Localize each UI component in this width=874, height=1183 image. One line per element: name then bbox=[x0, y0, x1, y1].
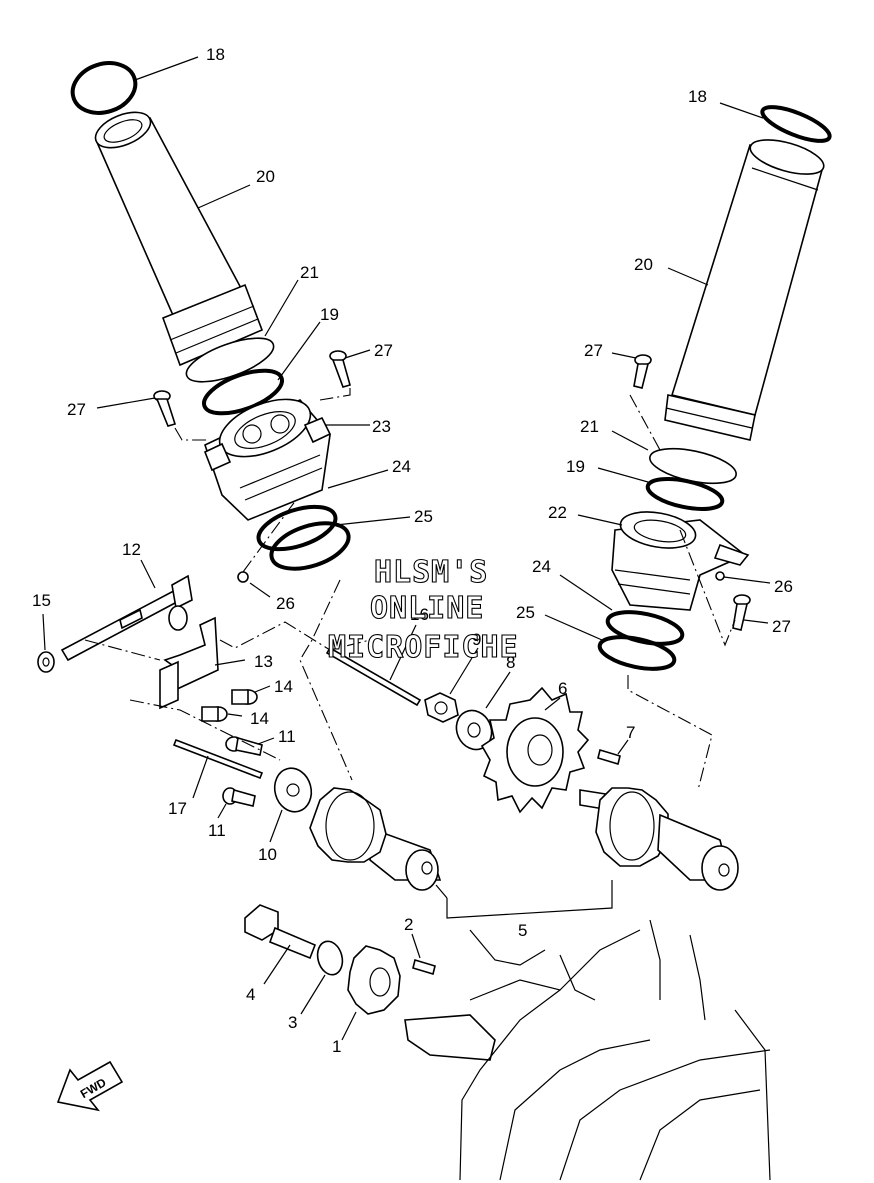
callout-14: 14 bbox=[274, 677, 293, 696]
cam-plate-10 bbox=[273, 767, 313, 813]
leader-lines bbox=[42, 56, 771, 1041]
callout-12: 12 bbox=[122, 540, 141, 559]
callout-15: 15 bbox=[32, 591, 51, 610]
o-ring-25-left bbox=[269, 521, 351, 571]
callout-25: 25 bbox=[516, 603, 535, 622]
callout-27: 27 bbox=[67, 400, 86, 419]
housing-22-right bbox=[611, 511, 750, 611]
callout-21: 21 bbox=[300, 263, 319, 282]
watermark-line-2: ONLINE bbox=[370, 591, 484, 626]
o-ring-19-left bbox=[202, 368, 284, 416]
o-ring-18-left bbox=[70, 61, 138, 115]
washer-15 bbox=[37, 651, 55, 673]
bolt-14-a bbox=[231, 689, 258, 705]
callout-24: 24 bbox=[392, 457, 411, 476]
callout-22: 22 bbox=[548, 503, 567, 522]
callout-16: 16 bbox=[410, 605, 429, 624]
key-7 bbox=[597, 748, 621, 766]
callout-10: 10 bbox=[258, 845, 277, 864]
bolt-11-b bbox=[222, 787, 256, 807]
callout-11: 11 bbox=[278, 727, 296, 746]
callout-26: 26 bbox=[774, 577, 793, 596]
bolt-27-b bbox=[153, 390, 177, 427]
o-ring-24-right bbox=[605, 610, 685, 646]
bolt-27-a bbox=[329, 350, 351, 388]
gear-1 bbox=[347, 945, 401, 1015]
callout-26: 26 bbox=[276, 594, 295, 613]
fwd-arrow-icon: FWD bbox=[56, 1060, 124, 1112]
shaft-gear-left bbox=[309, 787, 442, 891]
rod-17 bbox=[172, 738, 264, 780]
callout-2: 2 bbox=[404, 915, 413, 934]
callout-27: 27 bbox=[584, 341, 603, 360]
callout-14: 14 bbox=[250, 709, 269, 728]
washer-3 bbox=[316, 940, 344, 976]
nut-9 bbox=[424, 692, 459, 723]
bolt-27-d bbox=[732, 594, 751, 631]
callout-labels: 18 20 21 19 27 27 23 24 25 26 12 15 13 1… bbox=[32, 45, 793, 1056]
shaft-16 bbox=[325, 646, 422, 707]
callout-1: 1 bbox=[332, 1037, 341, 1056]
tube-20-right bbox=[664, 139, 825, 441]
callout-6: 6 bbox=[558, 679, 567, 698]
gear-6 bbox=[480, 686, 590, 814]
callout-24: 24 bbox=[532, 557, 551, 576]
callout-27: 27 bbox=[374, 341, 393, 360]
pin-26-left bbox=[237, 571, 249, 583]
housing-23-left bbox=[203, 398, 332, 521]
o-ring-19-right bbox=[645, 477, 725, 511]
callout-20: 20 bbox=[256, 167, 275, 186]
callout-19: 19 bbox=[566, 457, 585, 476]
o-ring-25-right bbox=[597, 635, 677, 671]
o-ring-24-left bbox=[256, 504, 338, 552]
callout-18: 18 bbox=[688, 87, 707, 106]
bolt-14-b bbox=[201, 706, 228, 722]
shaft-12 bbox=[60, 574, 193, 662]
callout-27: 27 bbox=[772, 617, 791, 636]
plate-13 bbox=[159, 616, 219, 710]
watermark-line-1: HLSM'S bbox=[374, 555, 488, 590]
callout-21: 21 bbox=[580, 417, 599, 436]
bolt-11-a bbox=[225, 736, 263, 756]
callout-23: 23 bbox=[372, 417, 391, 436]
tube-20-left bbox=[94, 111, 264, 367]
callout-3: 3 bbox=[288, 1013, 297, 1032]
callout-13: 13 bbox=[254, 652, 273, 671]
shaft-gear-right bbox=[579, 787, 739, 891]
watermark: HLSM'S ONLINE MICROFICHE bbox=[327, 554, 519, 665]
crankshaft bbox=[404, 919, 771, 1181]
callout-17: 17 bbox=[168, 799, 187, 818]
callout-25: 25 bbox=[414, 507, 433, 526]
callout-20: 20 bbox=[634, 255, 653, 274]
pin-26-right bbox=[715, 571, 725, 581]
callout-8: 8 bbox=[506, 653, 515, 672]
callout-18: 18 bbox=[206, 45, 225, 64]
callout-5: 5 bbox=[518, 921, 527, 940]
callout-9: 9 bbox=[472, 630, 481, 649]
callout-4: 4 bbox=[246, 985, 255, 1004]
bolt-4 bbox=[244, 904, 317, 960]
callout-11: 11 bbox=[208, 821, 226, 840]
watermark-line-3: MICROFICHE bbox=[328, 630, 519, 665]
bolt-27-c bbox=[633, 354, 652, 389]
callout-19: 19 bbox=[320, 305, 339, 324]
o-ring-18-right bbox=[760, 105, 832, 143]
callout-7: 7 bbox=[626, 723, 635, 742]
key-2 bbox=[412, 958, 436, 976]
